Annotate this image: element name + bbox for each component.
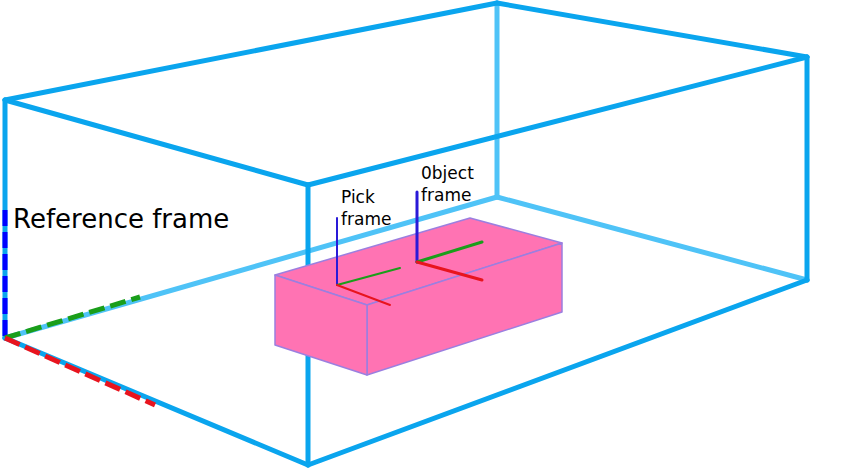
workspace-box (5, 3, 807, 465)
reference-y-axis (5, 297, 140, 338)
reference-z-axis (3, 210, 8, 338)
reference-x-axis (5, 338, 155, 405)
pick-frame-axes (337, 218, 400, 305)
object-frame-axes (417, 192, 482, 280)
frame-label: Pick frame (341, 186, 391, 230)
frame-label: Reference frame (13, 204, 229, 234)
frame-label: 0bject frame (421, 162, 474, 206)
workspace-back-edges (5, 3, 807, 338)
reference-axes (5, 210, 155, 405)
